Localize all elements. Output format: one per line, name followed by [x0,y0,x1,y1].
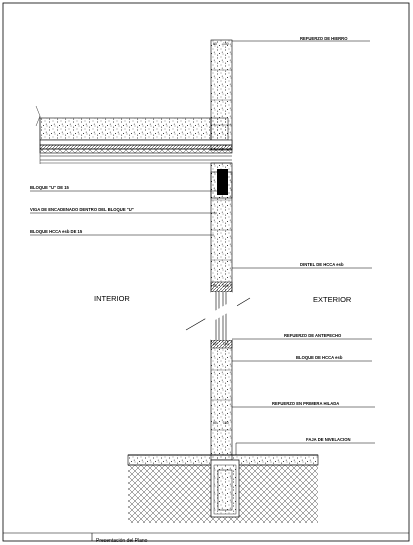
u-block [210,162,233,199]
svg-text:150: 150 [223,421,229,425]
roof-slab [35,105,233,164]
footer-title: Presentación del Plano [96,538,148,544]
label-faja-nivelacion: FAJA DE NIVELACION [306,437,351,442]
label-refuerzo-hierro: REFUERZO DE HIERRO [300,36,348,41]
svg-text:60: 60 [213,284,217,288]
label-dintel: DINTEL DE HCCA esb [300,262,344,267]
leader-lines [30,40,375,455]
wall-dimensions: 60 150 60 150 60 150 60 150 [213,42,229,425]
label-bloque-hcca-15: BLOQUE HCCA esb DE 15 [30,229,83,234]
foundation [127,454,319,523]
label-refuerzo-hilada: REFUERZO EN PRIMERA HILADA [272,401,339,406]
svg-text:150: 150 [223,42,229,46]
svg-text:60: 60 [213,342,217,346]
label-exterior: EXTERIOR [313,295,352,304]
label-viga-encadenado: VIGA DE ENCADENADO DENTRO DEL BLOQUE "U" [30,207,134,212]
label-bloque-u: BLOQUE "U" DE 15 [30,185,70,190]
window-opening [185,292,251,340]
label-bloque-hcca: BLOQUE DE HCCA esb [296,355,343,360]
svg-text:150: 150 [223,284,229,288]
label-refuerzo-antepecho: REFUERZO DE ANTEPECHO [284,333,342,338]
sheet-frame [2,2,410,542]
svg-text:60: 60 [213,42,217,46]
label-interior: INTERIOR [94,294,130,303]
svg-text:60: 60 [213,421,217,425]
svg-text:150: 150 [223,342,229,346]
block-wall [210,39,233,461]
